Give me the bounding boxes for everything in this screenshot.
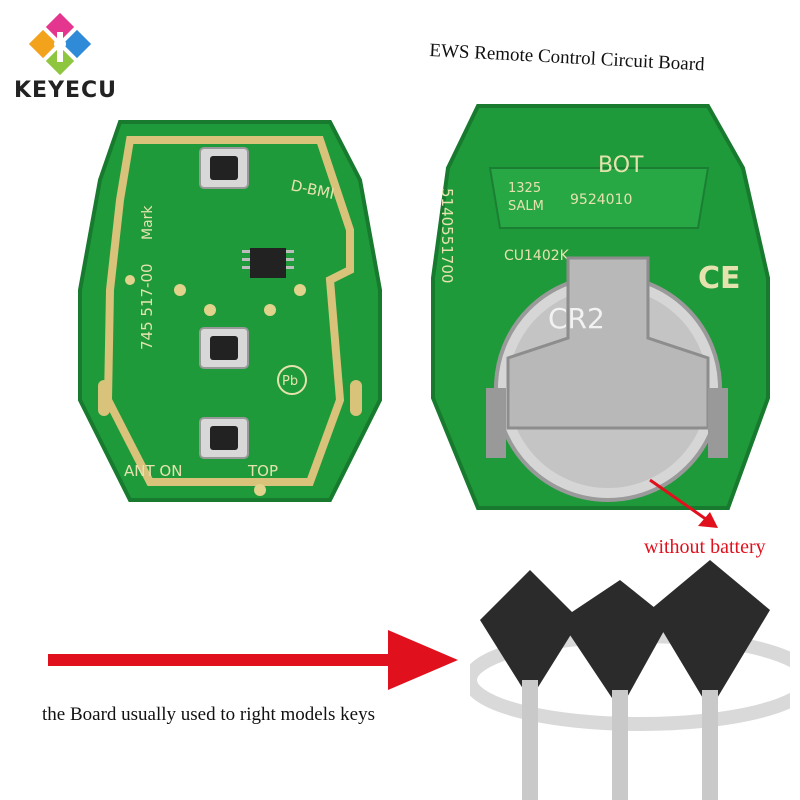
small-red-arrow-icon [649, 478, 718, 528]
back-circuit-board: BOT 1325 SALM 9524010 CU1402K 5140551700… [431, 104, 770, 510]
label-code3: 9524010 [570, 192, 632, 208]
label-bot: BOT [598, 153, 644, 178]
label-pb: Pb [282, 374, 298, 389]
label-mark: 745 517-00 [138, 263, 156, 350]
keyecu-logo-icon [28, 12, 92, 76]
label-top: TOP [247, 462, 278, 480]
big-red-arrow-icon [48, 630, 458, 690]
label-ant: ANT ON [124, 462, 182, 480]
label-side: 5140551700 [438, 188, 456, 283]
page-title: EWS Remote Control Circuit Board [428, 40, 706, 76]
label-code2: SALM [508, 199, 544, 214]
battery-label: CR2 [548, 302, 605, 335]
brand-name: KEYECU [14, 78, 118, 103]
caption: the Board usually used to right models k… [42, 704, 375, 725]
battery-note: without battery [644, 536, 766, 558]
pb-free-icon [277, 365, 307, 395]
label-mark-suffix: Mark [140, 205, 156, 240]
ce-mark-icon: CE [698, 261, 741, 296]
svg-text:CE: CE [698, 261, 741, 296]
front-circuit-board: D-BMI 745 517-00 Mark ANT ON TOP Pb [78, 120, 382, 502]
car-keys-image [470, 560, 790, 800]
label-cu: CU1402K [504, 248, 570, 264]
label-code1: 1325 [508, 181, 541, 196]
